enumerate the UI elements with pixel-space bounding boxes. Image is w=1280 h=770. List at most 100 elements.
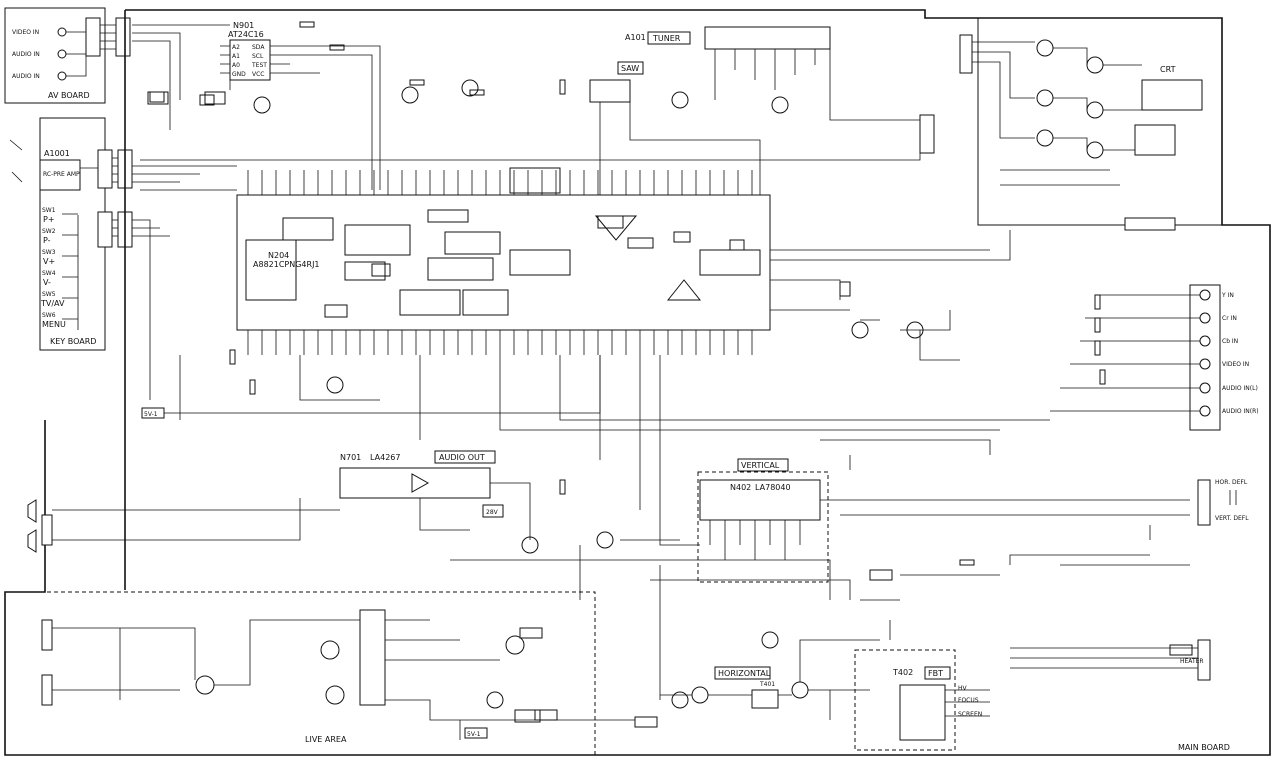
eeprom-n901: N901 AT24C16 A2 A1 A0 GND SDA SCL TEST V… bbox=[220, 21, 381, 190]
y-in-jack-icon bbox=[1199, 289, 1211, 301]
remote-ref: A1001 bbox=[44, 149, 70, 158]
fbt-transformer bbox=[899, 684, 946, 741]
y-in-label: Y IN bbox=[1221, 292, 1234, 299]
main-ic-part: A8821CPNG4RJ1 bbox=[253, 260, 320, 269]
28v-label: 28V bbox=[486, 509, 499, 516]
rc-preamp-box bbox=[39, 159, 81, 191]
sw3-label: V+ bbox=[43, 257, 55, 266]
eeprom-part: AT24C16 bbox=[228, 30, 264, 39]
video-in-jack-icon bbox=[57, 27, 67, 37]
eeprom-pin-gnd: GND bbox=[232, 71, 246, 78]
tuner-block: A101 TUNER SAW bbox=[589, 26, 831, 103]
eeprom-pin-scl: SCL bbox=[252, 53, 264, 60]
saw-label: SAW bbox=[621, 64, 639, 73]
speaker-right-icon bbox=[27, 529, 37, 553]
eeprom-pin-a2: A2 bbox=[232, 44, 240, 51]
sw2-label: P- bbox=[43, 236, 51, 245]
key-switches: SW1 P+ SW2 P- SW3 V+ SW4 V- SW5 TV/AV SW… bbox=[40, 207, 78, 329]
crt-socket bbox=[1134, 124, 1176, 156]
saw-filter bbox=[589, 79, 631, 103]
crt-label: CRT bbox=[1160, 65, 1176, 74]
xs412-connector bbox=[1197, 639, 1211, 681]
sw4-ref: SW4 bbox=[42, 270, 56, 277]
fbt-ref: T402 bbox=[892, 668, 913, 677]
eeprom-chip bbox=[229, 39, 271, 81]
xs561-connector bbox=[1124, 217, 1176, 231]
tuner-module bbox=[704, 26, 831, 50]
xs901-crt-connector bbox=[959, 34, 973, 74]
xs201-connector bbox=[97, 149, 113, 189]
sw4-label: V- bbox=[43, 278, 51, 287]
av-video-in-label: VIDEO IN bbox=[12, 29, 39, 36]
key-board-label: KEY BOARD bbox=[50, 337, 96, 346]
main-ic-body bbox=[236, 194, 771, 331]
wiring: 5V-1 bbox=[124, 10, 1190, 700]
live-area-outline bbox=[4, 591, 596, 756]
fbt-area bbox=[854, 649, 956, 751]
sw3-ref: SW3 bbox=[42, 249, 56, 256]
28v-tag bbox=[482, 504, 504, 518]
eeprom-pin-sda: SDA bbox=[252, 44, 265, 51]
fbt-hv-label: HV bbox=[958, 685, 968, 692]
xs901-connector bbox=[97, 211, 113, 248]
audio-in-r-label: AUDIO IN(R) bbox=[1222, 408, 1259, 415]
xs701-connector bbox=[41, 514, 53, 546]
eeprom-pin-test: TEST bbox=[251, 62, 267, 69]
remote-label: RC-PRE AMP bbox=[43, 171, 80, 178]
audio-in-r-jack-icon bbox=[1199, 405, 1211, 417]
tuner-ref: A101 bbox=[625, 33, 646, 42]
audio-in-jack-icon bbox=[57, 49, 67, 59]
xs993-connector bbox=[41, 674, 53, 706]
sw5-ref: SW5 bbox=[42, 291, 56, 298]
audio-out-block: N701 LA4267 AUDIO OUT 28V bbox=[52, 450, 531, 541]
heater-label: HEATER bbox=[1180, 658, 1204, 665]
sw1-label: P+ bbox=[43, 215, 55, 224]
fbt-label: FBT bbox=[928, 669, 943, 678]
horizontal-block: HORIZONTAL T401 bbox=[660, 639, 880, 720]
live-area-label: LIVE AREA bbox=[305, 735, 347, 744]
main-board-label: MAIN BOARD bbox=[1178, 743, 1230, 752]
vertical-block: VERTICAL N402 LA78040 bbox=[697, 458, 1190, 583]
fbt-screen-label: SCREEN bbox=[958, 711, 982, 718]
key-board: A1001 RC-PRE AMP SW1 P+ SW2 P- SW3 V+ SW… bbox=[9, 139, 133, 330]
audio-ic-ref: N701 bbox=[340, 453, 361, 462]
sw6-ref: SW6 bbox=[42, 312, 56, 319]
cb-in-jack-icon bbox=[1199, 335, 1211, 347]
crt-neck bbox=[1141, 79, 1203, 111]
audio-in-jack-icon bbox=[57, 71, 67, 81]
hor-defl-label: HOR. DEFL bbox=[1215, 479, 1248, 486]
av-audio-in-label: AUDIO IN bbox=[12, 51, 40, 58]
fbt-block: T402 FBT HV FOCUS SCREEN bbox=[854, 649, 990, 751]
audio-ic-part: LA4267 bbox=[370, 453, 400, 462]
main-board-outline bbox=[4, 9, 1271, 756]
tuner-label: TUNER bbox=[652, 34, 681, 43]
power-supply: 5V-1 bbox=[41, 609, 658, 740]
sw6-label: MENU bbox=[42, 320, 66, 329]
yoke-coil-icon bbox=[1229, 490, 1237, 505]
sw5-label: TV/AV bbox=[40, 299, 65, 308]
xs203-connector bbox=[85, 17, 101, 57]
cr-in-jack-icon bbox=[1199, 312, 1211, 324]
sw1-ref: SW1 bbox=[42, 207, 56, 214]
vertical-ic-ref: N402 bbox=[730, 483, 751, 492]
5v1-power-label: 5V-1 bbox=[467, 731, 481, 738]
video-in-jack-icon bbox=[1199, 358, 1211, 370]
horizontal-label: HORIZONTAL bbox=[718, 669, 771, 678]
5v1-tag bbox=[464, 727, 488, 739]
xs261-connector bbox=[919, 114, 935, 154]
eeprom-ref: N901 bbox=[233, 21, 254, 30]
transistors bbox=[253, 79, 924, 709]
cb-in-label: Cb IN bbox=[1222, 338, 1238, 345]
audio-amp-ic bbox=[339, 467, 491, 499]
vertical-ic-part: LA78040 bbox=[755, 483, 791, 492]
crt-board-outline bbox=[977, 17, 1223, 226]
rear-jacks: Y IN Cr IN Cb IN VIDEO IN AUDIO IN(L) AU… bbox=[1050, 284, 1259, 431]
audio-in-l-label: AUDIO IN(L) bbox=[1222, 385, 1258, 392]
speakers bbox=[27, 499, 53, 553]
eeprom-pin-vcc: VCC bbox=[252, 71, 264, 78]
sw2-ref: SW2 bbox=[42, 228, 56, 235]
vert-defl-label: VERT. DEFL bbox=[1215, 515, 1249, 522]
vertical-label: VERTICAL bbox=[741, 461, 780, 470]
